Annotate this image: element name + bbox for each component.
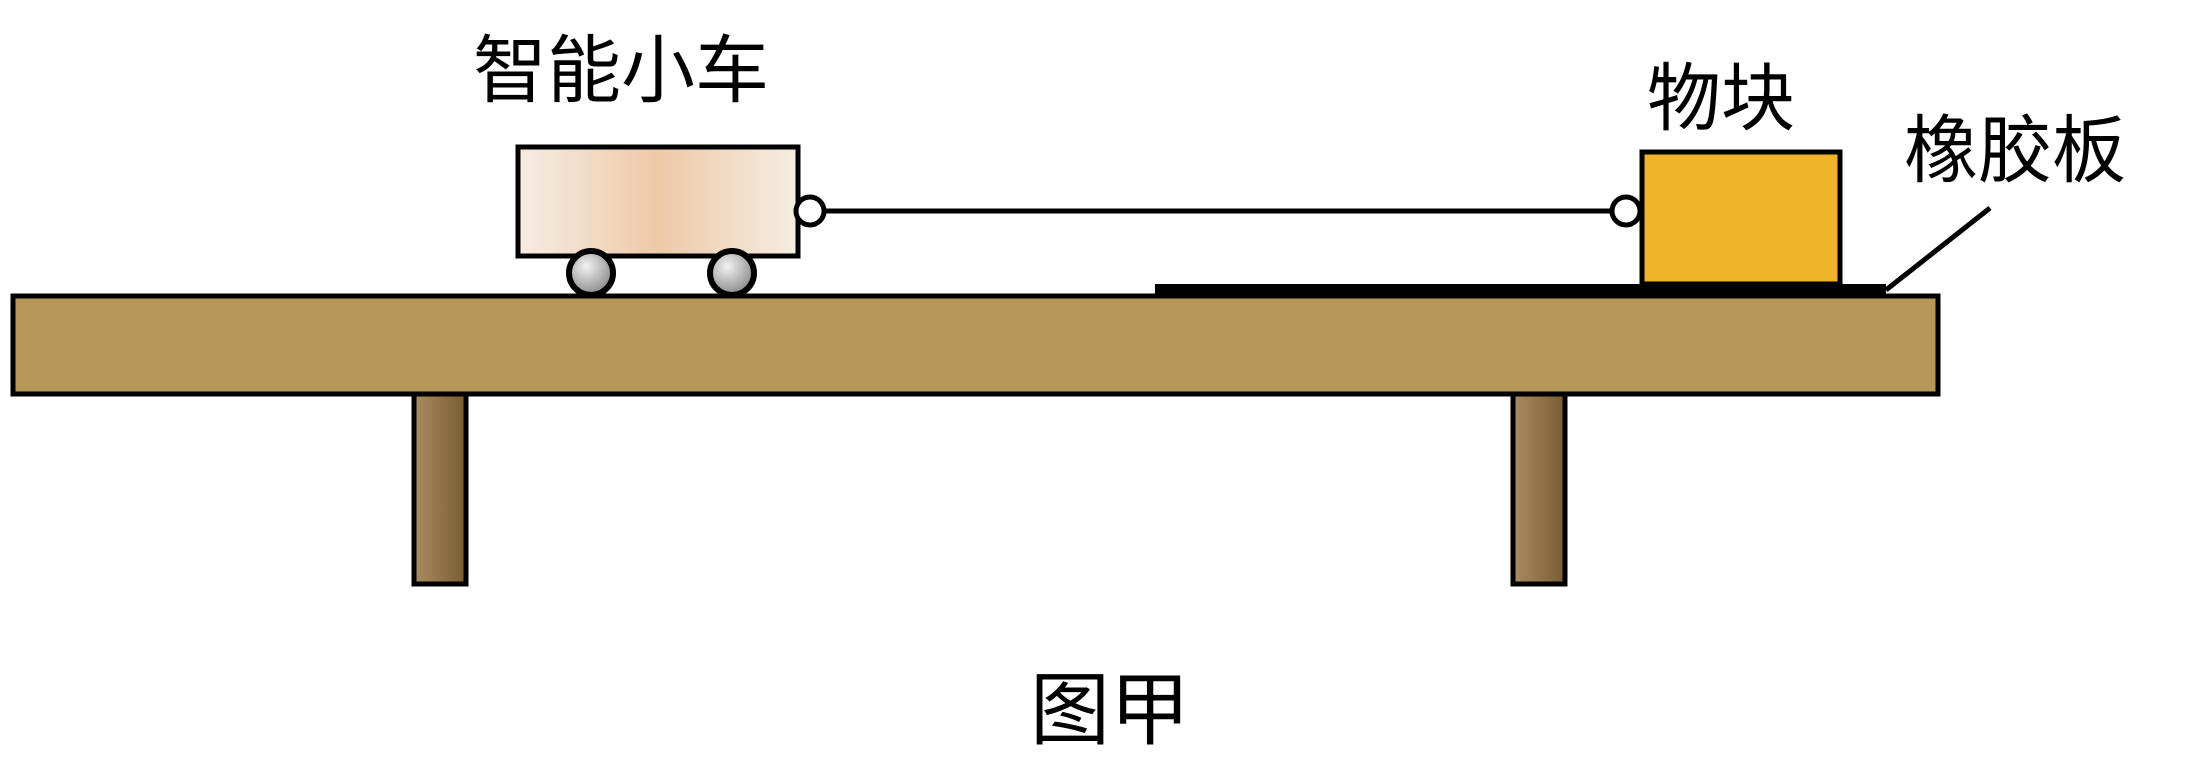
- rubber-board-pointer: [1884, 206, 1992, 292]
- block-label: 物块: [1647, 56, 1795, 142]
- table-leg-right: [1510, 391, 1568, 587]
- table-top: [10, 293, 1941, 397]
- rubber-board: [1155, 284, 1886, 296]
- figure-caption: 图甲: [1030, 664, 1190, 757]
- car-hook: [793, 194, 827, 228]
- block-hook: [1609, 194, 1643, 228]
- table-leg-left: [411, 391, 469, 587]
- car-wheel-front: [566, 248, 616, 298]
- car-label: 智能小车: [473, 28, 769, 114]
- block: [1639, 149, 1843, 287]
- car-wheel-rear: [707, 248, 757, 298]
- smart-car: [515, 144, 801, 298]
- car-body: [515, 144, 801, 259]
- rubber-board-label: 橡胶板: [1904, 108, 2126, 194]
